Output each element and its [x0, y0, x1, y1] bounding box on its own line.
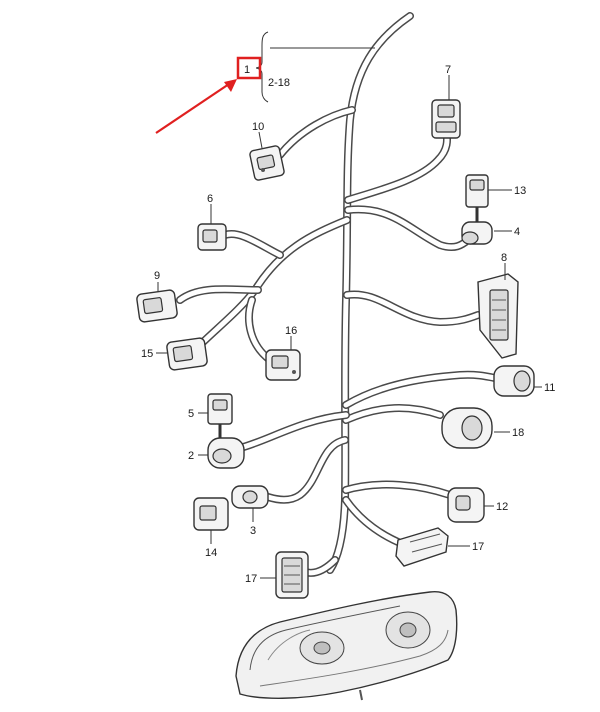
label-13: 13 — [514, 185, 526, 197]
label-14: 14 — [205, 547, 217, 559]
label-10: 10 — [252, 121, 264, 133]
label-17-left: 17 — [245, 573, 257, 585]
headlight-assembly — [235, 591, 458, 701]
highlight-box — [236, 56, 262, 80]
connector-16 — [265, 349, 301, 381]
callout-labels: 1 2-18 10 7 13 4 8 6 9 15 16 11 5 18 2 3… — [141, 64, 555, 585]
connector-8 — [477, 273, 519, 359]
connector-3 — [231, 485, 269, 509]
label-9: 9 — [154, 270, 160, 282]
label-17-right: 17 — [472, 541, 484, 553]
label-2: 2 — [188, 450, 194, 462]
connector-17-left — [275, 551, 309, 599]
red-arrow — [155, 79, 237, 134]
label-4: 4 — [514, 226, 520, 238]
label-8: 8 — [501, 252, 507, 264]
label-7: 7 — [445, 64, 451, 76]
label-6: 6 — [207, 193, 213, 205]
connector-6 — [197, 223, 227, 251]
leader-lines — [156, 75, 542, 579]
branch-10 — [276, 106, 356, 159]
connector-18 — [441, 407, 493, 449]
label-2-18: 2-18 — [268, 77, 290, 89]
connector-10 — [249, 145, 285, 181]
bracket-group — [255, 31, 375, 103]
connector-5 — [207, 393, 233, 440]
connector-12 — [447, 487, 485, 523]
label-16: 16 — [285, 325, 297, 337]
connector-9 — [136, 289, 178, 323]
label-12: 12 — [496, 501, 508, 513]
connector-17-right — [395, 527, 449, 567]
connector-11 — [493, 365, 535, 397]
connector-14 — [193, 497, 229, 531]
label-5: 5 — [188, 408, 194, 420]
connector-4 — [461, 221, 493, 245]
branch-17-right — [342, 496, 409, 549]
label-18: 18 — [512, 427, 524, 439]
label-15: 15 — [141, 348, 153, 360]
connector-13 — [465, 174, 489, 222]
label-3: 3 — [250, 525, 256, 537]
connector-2 — [207, 437, 245, 469]
label-1: 1 — [244, 64, 250, 76]
label-11: 11 — [544, 382, 555, 394]
connector-7 — [431, 99, 461, 139]
connector-15 — [166, 337, 208, 371]
